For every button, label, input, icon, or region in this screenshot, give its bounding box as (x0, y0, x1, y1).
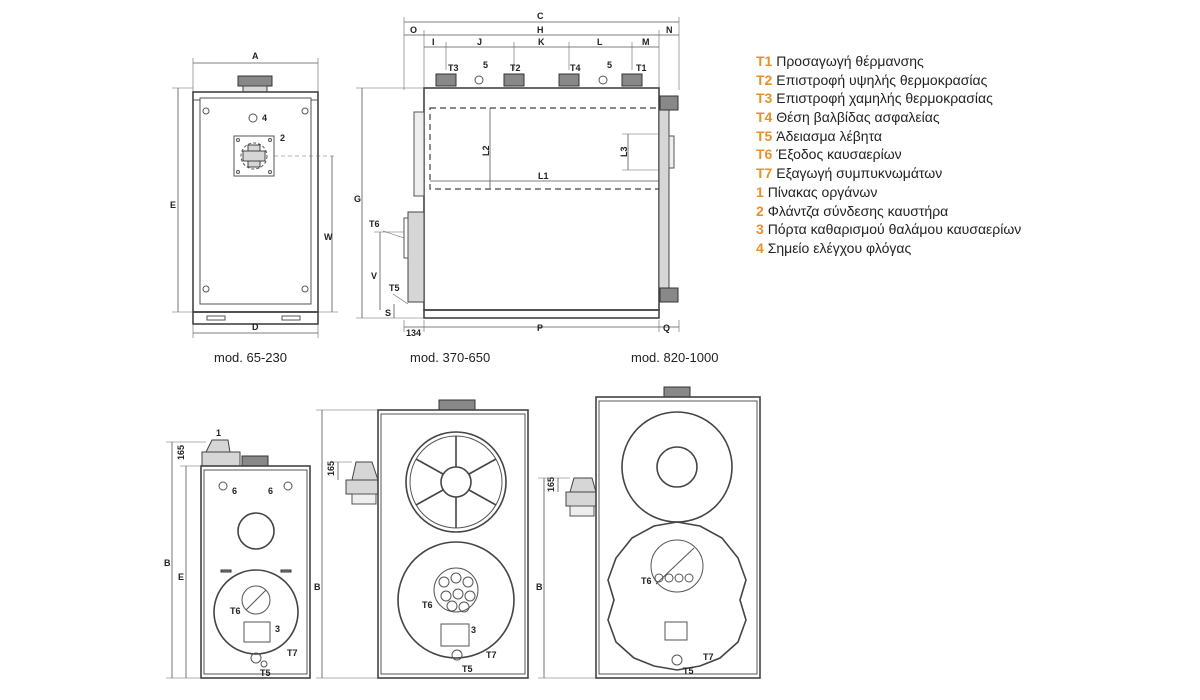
legend-code: T2 (756, 71, 773, 88)
legend-code: T6 (756, 146, 773, 163)
label-3-v2: 3 (471, 625, 476, 635)
port-T6-v1: T6 (230, 606, 241, 616)
legend-item: T7 Εξαγωγή συμπυκνωμάτων (756, 164, 1021, 183)
legend-code: T5 (756, 127, 773, 144)
legend-item: T3 Επιστροφή χαμηλής θερμοκρασίας (756, 89, 1021, 108)
legend-code: T7 (756, 165, 773, 182)
legend-text: Εξαγωγή συμπυκνωμάτων (776, 165, 943, 182)
legend-code: 1 (756, 183, 764, 200)
port-T7-v2: T7 (486, 650, 497, 660)
boiler-view-mod-65-230-front: 1 6 6 T6 3 T7 T5 B E 165 (164, 428, 311, 679)
dim-S: S (385, 308, 391, 318)
port-T6-v2: T6 (422, 600, 433, 610)
legend-text: Σημείο ελέγχου φλόγας (767, 239, 912, 256)
boiler-view-mod-370-650-front: T6 3 T7 T5 B 165 (314, 399, 529, 679)
dim-O: O (410, 25, 417, 35)
port-T6: T6 (369, 219, 380, 229)
dim-134: 134 (406, 328, 421, 338)
legend-item: T1 Προσαγωγή θέρμανσης (756, 52, 1021, 71)
port-T3: T3 (448, 63, 459, 73)
boiler-view-mod-370-650-top: C O H N I J K L M T3 5 T2 T4 5 T1 (354, 11, 680, 338)
legend-item: 2 Φλάντζα σύνδεσης καυστήρα (756, 202, 1021, 221)
caption-mod-65-230: mod. 65-230 (214, 350, 287, 365)
port-T7-v3: T7 (703, 652, 714, 662)
dim-E-v1: E (178, 572, 184, 582)
boiler-view-mod-820-1000-front: T6 T7 T5 B 165 (536, 386, 761, 679)
port-T5-v3: T5 (683, 666, 694, 676)
label-2: 2 (280, 133, 285, 143)
legend-text: Φλάντζα σύνδεσης καυστήρα (767, 202, 949, 219)
dim-W: W (324, 232, 333, 242)
label-5b: 5 (607, 60, 612, 70)
caption-mod-820-1000: mod. 820-1000 (631, 350, 718, 365)
port-T5: T5 (389, 283, 400, 293)
dim-M: M (642, 37, 650, 47)
dim-B-v3: B (536, 582, 543, 592)
label-4: 4 (262, 113, 267, 123)
caption-mod-370-650: mod. 370-650 (410, 350, 490, 365)
label-5a: 5 (483, 60, 488, 70)
legend-item: 1 Πίνακας οργάνων (756, 183, 1021, 202)
dim-V: V (371, 271, 377, 281)
dim-165-v1: 165 (176, 445, 186, 460)
dim-I: I (432, 37, 435, 47)
legend-text: Επιστροφή υψηλής θερμοκρασίας (776, 71, 988, 88)
legend-code: 3 (756, 221, 764, 238)
legend-code: 2 (756, 202, 764, 219)
port-T4: T4 (570, 63, 581, 73)
dim-N: N (666, 25, 673, 35)
legend-code: T4 (756, 109, 773, 126)
legend-code: 4 (756, 239, 764, 256)
legend-item: T4 Θέση βαλβίδας ασφαλείας (756, 108, 1021, 127)
legend-text: Προσαγωγή θέρμανσης (776, 53, 924, 69)
dim-E: E (170, 200, 176, 210)
dim-L: L (597, 37, 603, 47)
label-1: 1 (216, 428, 221, 438)
port-T5-v2: T5 (462, 664, 473, 674)
dim-B-v2: B (314, 582, 321, 592)
dim-P: P (537, 323, 543, 333)
label-6a: 6 (232, 486, 237, 496)
label-3-v1: 3 (275, 624, 280, 634)
dim-K: K (538, 37, 545, 47)
dim-L2: L2 (481, 145, 491, 156)
legend-item: T6 Έξοδος καυσαερίων (756, 145, 1021, 164)
dim-H: H (537, 25, 544, 35)
legend-text: Πίνακας οργάνων (767, 183, 878, 200)
dim-B-v1: B (164, 558, 171, 568)
legend-text: Έξοδος καυσαερίων (776, 146, 902, 163)
legend-item: 3 Πόρτα καθαρισμού θαλάμου καυσαερίων (756, 220, 1021, 239)
dim-Q: Q (663, 323, 670, 333)
dim-A: A (252, 51, 259, 61)
legend-code: T1 (756, 53, 773, 69)
dim-C: C (537, 11, 544, 21)
legend-text: Επιστροφή χαμηλής θερμοκρασίας (776, 90, 993, 107)
dim-J: J (477, 37, 482, 47)
legend-item: 4 Σημείο ελέγχου φλόγας (756, 239, 1021, 258)
legend-item: T5 Άδειασμα λέβητα (756, 127, 1021, 146)
legend-text: Άδειασμα λέβητα (776, 127, 883, 144)
boiler-view-mod-65-230-top: A 4 2 D (170, 51, 338, 338)
port-T1: T1 (636, 63, 647, 73)
port-T7-v1: T7 (287, 648, 298, 658)
legend-code: T3 (756, 90, 773, 107)
dim-D: D (252, 322, 259, 332)
legend-item: T2 Επιστροφή υψηλής θερμοκρασίας (756, 71, 1021, 90)
port-T2: T2 (510, 63, 521, 73)
legend-text: Θέση βαλβίδας ασφαλείας (776, 109, 940, 126)
dim-165-v3: 165 (546, 477, 556, 492)
dim-165-v2: 165 (326, 461, 336, 476)
dim-L1: L1 (538, 171, 549, 181)
dim-G: G (354, 194, 361, 204)
label-6b: 6 (268, 486, 273, 496)
legend-text: Πόρτα καθαρισμού θαλάμου καυσαερίων (767, 221, 1022, 238)
port-T6-v3: T6 (641, 576, 652, 586)
port-T5-v1: T5 (260, 668, 271, 678)
dim-L3: L3 (619, 146, 629, 157)
